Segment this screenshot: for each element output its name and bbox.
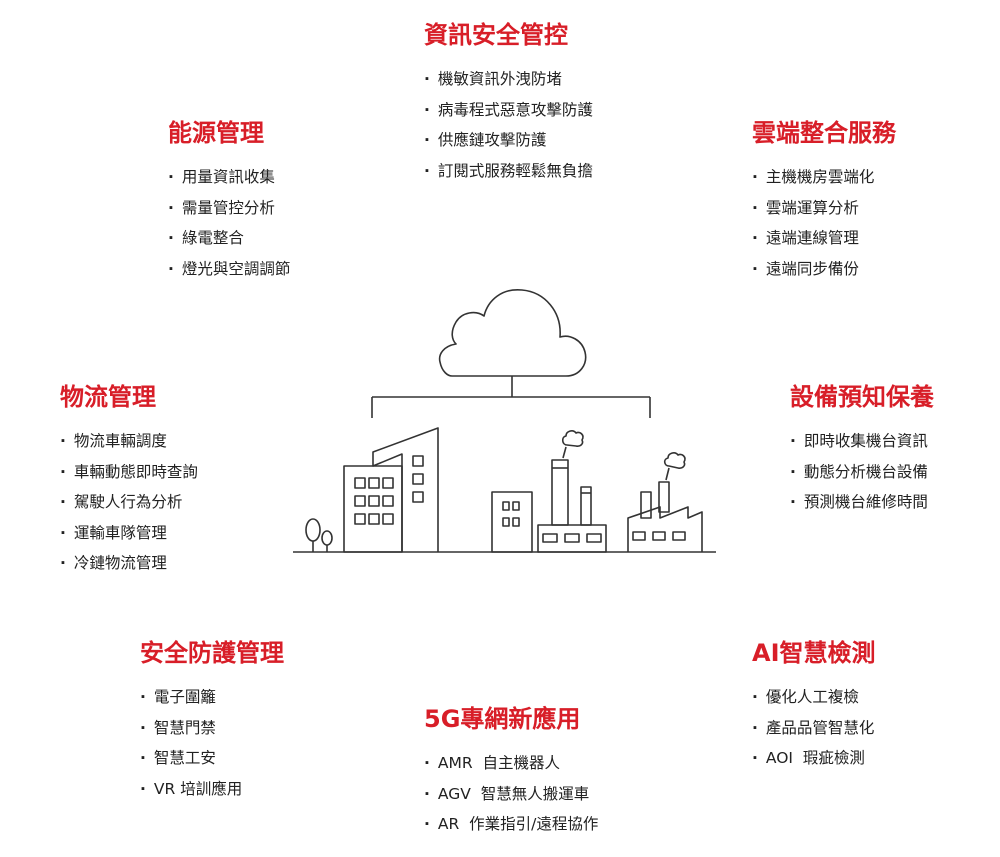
list-item: 智慧工安 bbox=[140, 743, 284, 774]
list-item: AOI 瑕疵檢測 bbox=[752, 743, 876, 774]
section-title: 能源管理 bbox=[168, 119, 264, 147]
list-item: 駕駛人行為分析 bbox=[60, 487, 198, 518]
list-item: VR 培訓應用 bbox=[140, 774, 284, 805]
list-item: 優化人工複檢 bbox=[752, 682, 876, 713]
section-title: 安全防護管理 bbox=[140, 639, 284, 667]
section-title: 5G專網新應用 bbox=[424, 705, 581, 733]
list-item: 車輛動態即時查詢 bbox=[60, 457, 198, 488]
section-energy: 能源管理 用量資訊收集 需量管控分析 綠電整合 燈光與空調調節 bbox=[168, 118, 290, 284]
section-ai: AI智慧檢測 優化人工複檢 產品品管智慧化 AOI 瑕疵檢測 bbox=[752, 638, 876, 774]
item-list: 用量資訊收集 需量管控分析 綠電整合 燈光與空調調節 bbox=[168, 162, 291, 285]
section-security: 資訊安全管控 機敏資訊外洩防堵 病毒程式惡意攻擊防護 供應鏈攻擊防護 訂閱式服務… bbox=[424, 20, 593, 186]
tree-icon bbox=[305, 518, 333, 552]
item-list: 物流車輛調度 車輛動態即時查詢 駕駛人行為分析 運輸車隊管理 冷鏈物流管理 bbox=[60, 426, 198, 579]
section-safety: 安全防護管理 電子圍籬 智慧門禁 智慧工安 VR 培訓應用 bbox=[140, 638, 284, 804]
item-list: 機敏資訊外洩防堵 病毒程式惡意攻擊防護 供應鏈攻擊防護 訂閱式服務輕鬆無負擔 bbox=[424, 64, 593, 186]
list-item: 綠電整合 bbox=[168, 223, 290, 254]
list-item: 遠端同步備份 bbox=[752, 254, 896, 285]
office-building-icon bbox=[343, 427, 439, 553]
list-item: 產品品管智慧化 bbox=[752, 713, 876, 744]
list-item: 訂閱式服務輕鬆無負擔 bbox=[424, 156, 593, 187]
section-title: 物流管理 bbox=[60, 383, 156, 411]
section-title: AI智慧檢測 bbox=[752, 639, 876, 667]
factory-icon bbox=[627, 452, 703, 552]
section-title: 資訊安全管控 bbox=[424, 21, 568, 49]
section-5g: 5G專網新應用 AMR 自主機器人 AGV 智慧無人搬運車 AR 作業指引/遠程… bbox=[424, 704, 598, 840]
list-item: AMR 自主機器人 bbox=[424, 748, 598, 779]
section-maintenance: 設備預知保養 即時收集機台資訊 動態分析機台設備 預測機台維修時間 bbox=[790, 382, 934, 518]
item-list: 即時收集機台資訊 動態分析機台設備 預測機台維修時間 bbox=[790, 426, 934, 518]
section-logistics: 物流管理 物流車輛調度 車輛動態即時查詢 駕駛人行為分析 運輸車隊管理 冷鏈物流… bbox=[60, 382, 198, 579]
list-item: AGV 智慧無人搬運車 bbox=[424, 779, 598, 810]
list-item: 主機機房雲端化 bbox=[752, 162, 896, 193]
item-list: 主機機房雲端化 雲端運算分析 遠端連線管理 遠端同步備份 bbox=[752, 162, 896, 284]
list-item: 預測機台維修時間 bbox=[790, 487, 934, 518]
list-item: 電子圍籬 bbox=[140, 682, 284, 713]
item-list: 電子圍籬 智慧門禁 智慧工安 VR 培訓應用 bbox=[140, 682, 284, 804]
list-item: 燈光與空調調節 bbox=[168, 254, 291, 285]
list-item: 冷鏈物流管理 bbox=[60, 548, 198, 579]
list-item: 機敏資訊外洩防堵 bbox=[424, 64, 593, 95]
list-item: 遠端連線管理 bbox=[752, 223, 896, 254]
item-list: 優化人工複檢 產品品管智慧化 AOI 瑕疵檢測 bbox=[752, 682, 876, 774]
section-cloud: 雲端整合服務 主機機房雲端化 雲端運算分析 遠端連線管理 遠端同步備份 bbox=[752, 118, 896, 284]
section-title: 雲端整合服務 bbox=[752, 119, 896, 147]
list-item: 即時收集機台資訊 bbox=[790, 426, 934, 457]
list-item: AR 作業指引/遠程協作 bbox=[424, 809, 598, 840]
list-item: 需量管控分析 bbox=[168, 193, 290, 224]
list-item: 雲端運算分析 bbox=[752, 193, 896, 224]
item-list: AMR 自主機器人 AGV 智慧無人搬運車 AR 作業指引/遠程協作 bbox=[424, 748, 598, 840]
list-item: 智慧門禁 bbox=[140, 713, 284, 744]
list-item: 病毒程式惡意攻擊防護 bbox=[424, 95, 593, 126]
list-item: 供應鏈攻擊防護 bbox=[424, 125, 593, 156]
cloud-icon bbox=[438, 289, 587, 377]
factory-icon bbox=[491, 430, 607, 553]
cloud-factory-illustration bbox=[293, 289, 716, 553]
list-item: 用量資訊收集 bbox=[168, 162, 290, 193]
list-item: 運輸車隊管理 bbox=[60, 518, 198, 549]
network-connector bbox=[371, 376, 651, 418]
list-item: 動態分析機台設備 bbox=[790, 457, 934, 488]
list-item: 物流車輛調度 bbox=[60, 426, 198, 457]
section-title: 設備預知保養 bbox=[790, 383, 934, 411]
